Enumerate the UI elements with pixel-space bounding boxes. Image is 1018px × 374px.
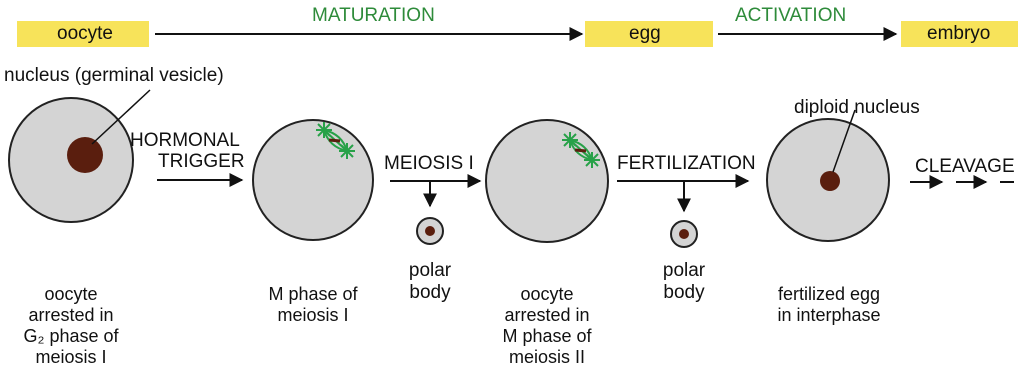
- cleavage-label: CLEAVAGE: [915, 156, 1015, 178]
- polar-body-1-label: polar body: [405, 260, 455, 304]
- caption-line: meiosis I: [0, 347, 142, 368]
- m-phase-meiosis-ii-cell: [486, 120, 608, 242]
- caption-line: meiosis II: [476, 347, 618, 368]
- meiosis-i-label: MEIOSIS I: [384, 153, 474, 175]
- phase-maturation: MATURATION: [312, 5, 435, 27]
- polar-body-1-nucleus: [425, 226, 435, 236]
- caption-oocyte-g2: oocyte arrested in G₂ phase of meiosis I: [0, 284, 142, 368]
- caption-line: oocyte: [476, 284, 618, 305]
- m-phase-meiosis-i-cell: [253, 120, 373, 240]
- hormonal-label: HORMONAL: [130, 130, 245, 151]
- caption-line: G₂ phase of: [0, 326, 142, 347]
- caption-line: arrested in: [0, 305, 142, 326]
- caption-line: arrested in: [476, 305, 618, 326]
- caption-line: oocyte: [0, 284, 142, 305]
- chromosomes-2: [575, 150, 586, 151]
- chromosomes: [329, 140, 340, 141]
- caption-fertilized-egg: fertilized egg in interphase: [758, 284, 900, 326]
- polar-label-2: polar: [659, 260, 709, 282]
- caption-line: fertilized egg: [758, 284, 900, 305]
- caption-m-phase-meiosis-i: M phase of meiosis I: [242, 284, 384, 326]
- caption-line: meiosis I: [242, 305, 384, 326]
- polar-label-1: polar: [405, 260, 455, 282]
- caption-line: in interphase: [758, 305, 900, 326]
- germinal-vesicle-nucleus: [67, 137, 103, 173]
- caption-oocyte-meiosis-ii: oocyte arrested in M phase of meiosis II: [476, 284, 618, 368]
- stage-egg: egg: [585, 21, 713, 47]
- diploid-nucleus-label: diploid nucleus: [794, 97, 920, 119]
- stage-egg-label: egg: [629, 23, 661, 44]
- fertilization-label: FERTILIZATION: [617, 153, 756, 175]
- stage-oocyte: oocyte: [17, 21, 149, 47]
- stage-embryo: embryo: [901, 21, 1018, 47]
- polar-body-2-label: polar body: [659, 260, 709, 304]
- polar-body-2-nucleus: [679, 229, 689, 239]
- nucleus-label: nucleus (germinal vesicle): [4, 65, 224, 87]
- caption-line: M phase of: [242, 284, 384, 305]
- stage-oocyte-label: oocyte: [57, 23, 113, 44]
- stage-embryo-label: embryo: [927, 23, 990, 44]
- body-label-1: body: [405, 282, 455, 304]
- phase-activation: ACTIVATION: [735, 5, 846, 27]
- trigger-label: TRIGGER: [130, 151, 245, 172]
- diploid-nucleus: [820, 171, 840, 191]
- caption-line: M phase of: [476, 326, 618, 347]
- hormonal-trigger-label: HORMONAL TRIGGER: [130, 130, 245, 172]
- body-label-2: body: [659, 282, 709, 304]
